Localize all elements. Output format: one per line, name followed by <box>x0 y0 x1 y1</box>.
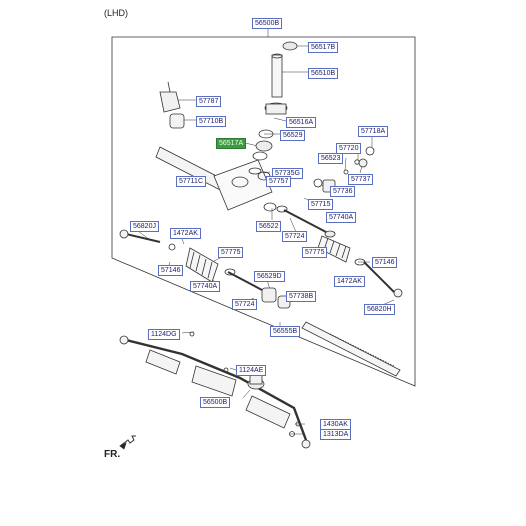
part-label-1124ae[interactable]: 1124AE <box>236 365 267 376</box>
part-label-57737[interactable]: 57737 <box>348 174 374 185</box>
part-label-57718a[interactable]: 57718A <box>358 126 389 137</box>
part-label-56517b[interactable]: 56517B <box>308 42 339 53</box>
part-label-56500b-assembly[interactable]: 56500B <box>200 397 231 408</box>
part-label-56517a-selected[interactable]: 56517A <box>216 138 247 149</box>
rack-bar <box>301 321 401 377</box>
part-label-57775-right[interactable]: 57775 <box>302 247 328 258</box>
tie-rod-end-left <box>119 229 176 251</box>
inner-tie-rod-left <box>224 268 263 291</box>
part-label-57787[interactable]: 57787 <box>196 96 222 107</box>
pinion-shaft <box>264 41 298 115</box>
frame-outline <box>111 36 416 387</box>
variant-label: (LHD) <box>104 8 128 18</box>
gear-housing <box>213 159 273 211</box>
tie-rod-end-right <box>354 258 403 298</box>
part-label-56523[interactable]: 56523 <box>318 153 344 164</box>
part-label-57740a-right[interactable]: 57740A <box>326 212 357 223</box>
part-label-56820j[interactable]: 56820J <box>130 221 159 232</box>
part-label-57736[interactable]: 57736 <box>330 186 356 197</box>
part-label-57738b[interactable]: 57738B <box>286 291 317 302</box>
bushing <box>169 113 185 129</box>
boot-right <box>317 235 351 263</box>
part-label-57720[interactable]: 57720 <box>336 143 362 154</box>
seal-rings <box>248 129 274 175</box>
part-label-57724-right[interactable]: 57724 <box>282 231 308 242</box>
part-label-56516a[interactable]: 56516A <box>286 117 317 128</box>
part-label-56529d[interactable]: 56529D <box>254 271 285 282</box>
part-label-56522[interactable]: 56522 <box>256 221 282 232</box>
part-label-1124dg[interactable]: 1124DG <box>148 329 180 340</box>
front-direction-label: FR. <box>104 449 121 460</box>
part-label-56820h[interactable]: 56820H <box>364 304 395 315</box>
part-label-1472ak-right[interactable]: 1472AK <box>334 276 365 287</box>
part-label-1472ak-left[interactable]: 1472AK <box>170 228 201 239</box>
part-label-57710b[interactable]: 57710B <box>196 116 227 127</box>
front-arrow-icon <box>119 435 136 450</box>
inner-tie-rod-right <box>263 202 336 238</box>
adjust-parts <box>313 146 375 193</box>
part-label-57740a-left[interactable]: 57740A <box>190 281 221 292</box>
steering-gear-assembly <box>119 331 311 449</box>
part-label-57724-left[interactable]: 57724 <box>232 299 258 310</box>
mounting-bracket <box>159 81 181 113</box>
part-label-56555b[interactable]: 56555B <box>270 326 301 337</box>
part-label-57757[interactable]: 57757 <box>266 176 292 187</box>
part-label-57146-left[interactable]: 57146 <box>158 265 184 276</box>
part-label-1313da[interactable]: 1313DA <box>320 429 352 440</box>
part-label-56529[interactable]: 56529 <box>280 130 306 141</box>
part-label-56510b[interactable]: 56510B <box>308 68 339 79</box>
boot-left <box>185 247 219 283</box>
part-label-57711c[interactable]: 57711C <box>176 176 207 187</box>
part-label-57146-right[interactable]: 57146 <box>372 257 398 268</box>
part-label-57715[interactable]: 57715 <box>308 199 334 210</box>
part-label-56500b[interactable]: 56500B <box>252 18 283 29</box>
part-label-57775-left[interactable]: 57775 <box>218 247 244 258</box>
